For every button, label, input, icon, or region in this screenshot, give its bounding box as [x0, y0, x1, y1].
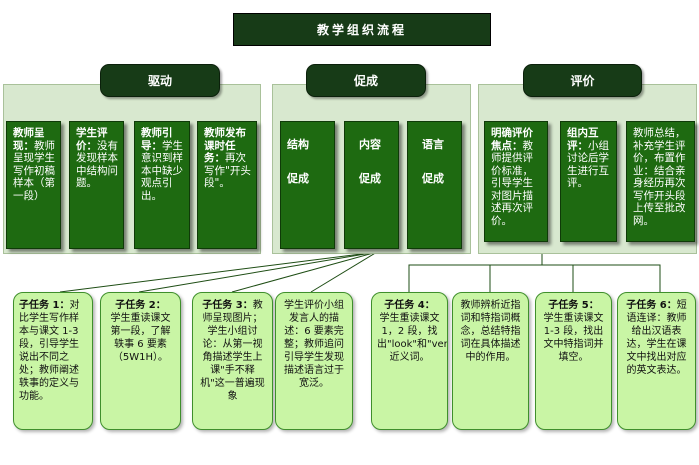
category-drive: 驱动	[100, 64, 220, 97]
stage-box-content: 内容 促成	[344, 121, 399, 249]
stage-box-language: 语言 促成	[407, 121, 462, 249]
connector-line	[408, 264, 661, 292]
stage-box-teacher-assign: 教师发布课时任务：再次写作"开头段"。	[197, 121, 257, 249]
category-promote: 促成	[306, 64, 426, 97]
subtask-5-box: 子任务 5：学生重读课文 1-3 段，找出文中特指词并填空。	[535, 292, 612, 430]
connector-line	[310, 251, 378, 293]
word-analysis-box: 教师辨析近指词和特指词概念，总结特指词在具体描述中的作用。	[452, 292, 529, 430]
subtask-1-box: 子任务 1：对比学生写作样本与课文 1-3 段，引导学生说出不同之处；教师阐述轶…	[13, 292, 93, 430]
connector-line	[231, 251, 378, 293]
connector-line	[138, 251, 378, 293]
connector-line	[59, 251, 378, 293]
stage-box-student-evaluate: 学生评价：没有发现样本中结构问题。	[69, 121, 124, 249]
stage-box-teacher-summary: 教师总结，补充学生评价，布置作业：结合亲身经历再次写作开头段上传至批改网。	[626, 121, 695, 242]
stage-box-structure: 结构 促成	[280, 121, 335, 249]
peer-evaluation-box: 学生评价小组发言人的描述：6 要素完整；教师追问引导学生发现描述语言过于宽泛。	[275, 292, 353, 430]
stage-box-teacher-guide: 教师引导：学生意识到样本中缺少观点引出。	[134, 121, 190, 249]
category-evaluate: 评价	[523, 64, 642, 97]
subtask-6-box: 子任务 6：短语连译：教师给出汉语表达，学生在课文中找出对应的英文表达。	[617, 292, 696, 430]
stage-box-teacher-present: 教师呈现：教师呈现学生写作初稿样本（第一段）	[6, 121, 61, 249]
subtask-3-box: 子任务 3：教师呈现图片；学生小组讨论：从第一视角描述学生上课"手不释机"这一普…	[192, 292, 273, 430]
diagram-title: 教学组织流程	[233, 13, 491, 46]
subtask-2-box: 子任务 2：学生重读课文第一段，了解轶事 6 要素（5W1H）。	[100, 292, 181, 430]
stage-box-peer-review: 组内互评：小组讨论后学生进行互评。	[560, 121, 617, 242]
subtask-4-box: 子任务 4：学生重读课文 1，2 段，找出"look"和"very"的近义词。	[371, 292, 448, 430]
stage-box-evaluation-focus: 明确评价焦点：教师提供评价标准，引导学生对图片描述再次评价。	[484, 121, 548, 242]
